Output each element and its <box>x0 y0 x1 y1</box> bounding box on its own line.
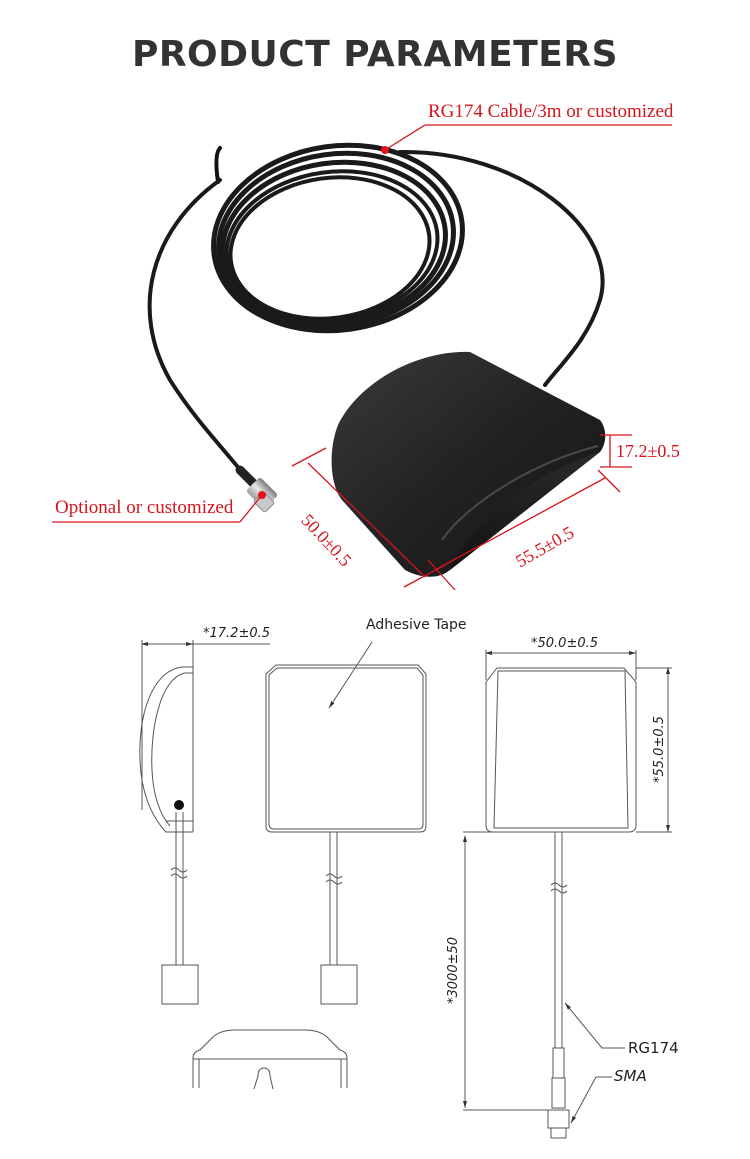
top-width-dimension: *50.0±0.5 <box>531 636 599 651</box>
height-dimension: 17.2±0.5 <box>616 441 680 461</box>
adhesive-tape-label: Adhesive Tape <box>366 617 467 633</box>
dimension-lines <box>52 124 672 591</box>
cable-callout: RG174 Cable/3m or customized <box>428 101 674 122</box>
top-view <box>463 650 672 1139</box>
sma-label: SMA <box>614 1067 647 1085</box>
cable-length-dimension: *3000±50 <box>446 936 461 1004</box>
end-view <box>192 1029 348 1090</box>
side-thickness-dimension: *17.2±0.5 <box>203 626 271 641</box>
side-view <box>139 640 270 1005</box>
front-view <box>265 641 427 1005</box>
antenna-puck-photo <box>331 351 606 577</box>
product-photo <box>52 124 672 591</box>
cable-coil <box>147 142 605 484</box>
page-title: PRODUCT PARAMETERS <box>131 34 619 75</box>
top-height-dimension: *55.0±0.5 <box>652 715 667 783</box>
connector-callout: Optional or customized <box>55 497 234 518</box>
rg174-label: RG174 <box>628 1039 679 1057</box>
